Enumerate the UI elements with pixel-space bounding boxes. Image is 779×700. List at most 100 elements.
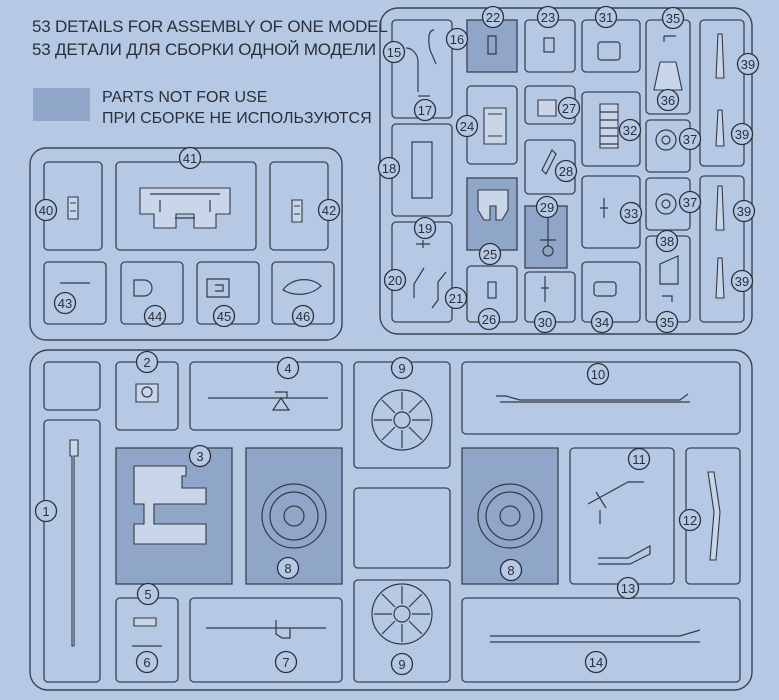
part-label-42: 42: [322, 203, 336, 218]
part-label-circle: [732, 199, 756, 223]
part-label-39: 39: [735, 274, 749, 289]
part-8a-shape: [261, 483, 327, 549]
legend-russian: ПРИ СБОРКЕ НЕ ИСПОЛЬЗУЮТСЯ: [102, 110, 372, 127]
part-label-circle: [590, 310, 614, 334]
part-label-circle: [135, 350, 159, 374]
part-35b-shape: [662, 295, 673, 302]
part-label-27: 27: [562, 101, 576, 116]
part-label-circle: [678, 127, 702, 151]
part-label-11: 11: [632, 452, 646, 467]
part-label-circle: [678, 508, 702, 532]
part-label-circle: [627, 447, 651, 471]
part-36-shape: [653, 61, 683, 91]
part-label-circle: [143, 304, 167, 328]
part-label-circle: [533, 310, 557, 334]
part-24-shape: [483, 107, 507, 145]
part-label-34: 34: [595, 315, 609, 330]
part-31-shape: [597, 41, 621, 61]
unused-part-25: [466, 177, 518, 251]
part-label-28: 28: [559, 164, 573, 179]
part-41-shape: [139, 187, 231, 229]
part-label-circle: [586, 362, 610, 386]
part-label-38: 38: [660, 234, 674, 249]
part-12-shape: [707, 471, 721, 561]
part-label-circle: [390, 652, 414, 676]
part-label-35: 35: [660, 315, 674, 330]
part-39c-shape: [715, 185, 725, 231]
part-label-15: 15: [387, 45, 401, 60]
part-22-shape: [487, 35, 497, 55]
part-label-circle: [413, 98, 437, 122]
part-label-circle: [34, 198, 58, 222]
part-38-shape: [659, 255, 679, 285]
part-label-circle: [390, 356, 414, 380]
part-14-shape: [490, 629, 701, 643]
part-label-43: 43: [58, 296, 72, 311]
part-label-33: 33: [624, 206, 638, 221]
part-label-14: 14: [589, 655, 603, 670]
part-label-circle: [619, 201, 643, 225]
part-label-39: 39: [737, 204, 751, 219]
part-label-3: 3: [196, 449, 203, 464]
part-5-shape: [133, 617, 157, 627]
part-label-circle: [276, 356, 300, 380]
part-label-32: 32: [623, 123, 637, 138]
part-40-shape: [67, 196, 79, 220]
part-39d-shape: [715, 257, 725, 299]
part-label-39: 39: [741, 57, 755, 72]
part-label-circle: [478, 242, 502, 266]
part-label-circle: [499, 558, 523, 582]
part-label-circle: [413, 216, 437, 240]
part-label-circle: [445, 27, 469, 51]
part-13-shape: [598, 544, 651, 565]
part-label-circle: [135, 650, 159, 674]
part-2-shape: [135, 383, 159, 403]
part-label-circle: [655, 310, 679, 334]
part-label-8: 8: [507, 563, 514, 578]
part-label-circle: [178, 146, 202, 170]
part-8b-shape: [477, 483, 543, 549]
part-37a-shape: [655, 129, 677, 151]
part-label-circle: [656, 88, 680, 112]
part-label-circle: [382, 40, 406, 64]
part-21-shape: [431, 271, 447, 309]
part-32-shape: [599, 103, 619, 149]
part-label-40: 40: [39, 203, 53, 218]
part-label-16: 16: [450, 32, 464, 47]
part-label-circle: [276, 556, 300, 580]
part-label-37: 37: [683, 132, 697, 147]
part-label-8: 8: [284, 561, 291, 576]
part-label-13: 13: [621, 581, 635, 596]
part-label-circle: [34, 499, 58, 523]
part-label-circle: [444, 286, 468, 310]
unused-parts-swatch: [33, 88, 90, 121]
part-label-circle: [317, 198, 341, 222]
part-label-26: 26: [482, 312, 496, 327]
part-label-circle: [383, 268, 407, 292]
part-label-39: 39: [735, 127, 749, 142]
part-46-shape: [282, 279, 322, 295]
header-english: 53 DETAILS FOR ASSEMBLY OF ONE MODEL: [32, 17, 388, 36]
part-label-18: 18: [382, 161, 396, 176]
part-label-46: 46: [296, 309, 310, 324]
part-label-circle: [481, 5, 505, 29]
part-label-35: 35: [666, 11, 680, 26]
part-label-1: 1: [42, 504, 49, 519]
part-label-circle: [188, 444, 212, 468]
part-label-circle: [661, 6, 685, 30]
part-label-circle: [535, 195, 559, 219]
part-label-circle: [536, 5, 560, 29]
part-44-shape: [133, 279, 153, 297]
part-34-shape: [593, 281, 617, 297]
part-9b-shape: [371, 583, 433, 645]
header-russian: 53 ДЕТАЛИ ДЛЯ СБОРКИ ОДНОЙ МОДЕЛИ: [32, 40, 376, 59]
part-label-circle: [594, 5, 618, 29]
part-label-circle: [557, 96, 581, 120]
part-label-37: 37: [683, 195, 697, 210]
part-label-36: 36: [661, 93, 675, 108]
part-label-circle: [678, 190, 702, 214]
part-33-shape: [600, 198, 608, 218]
part-label-4: 4: [284, 361, 291, 376]
